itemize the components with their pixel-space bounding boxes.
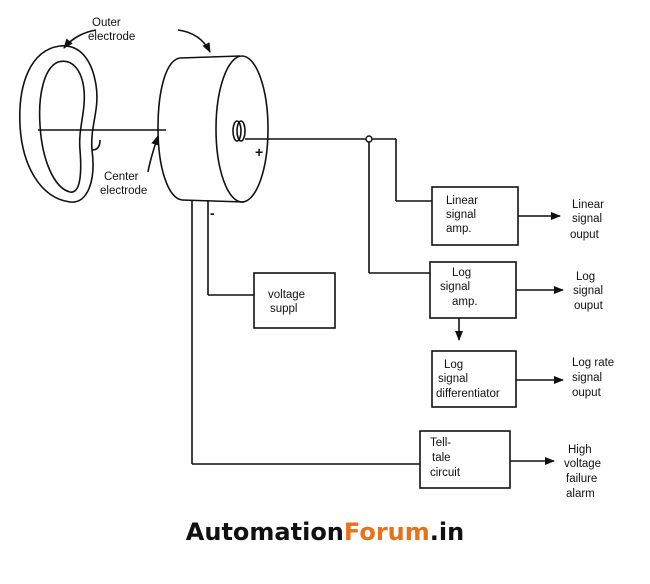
log-amp-line2: signal [440, 281, 470, 293]
alarm-output-line4: alarm [566, 488, 595, 500]
log-amp-line1: Log [452, 267, 471, 279]
plus-sign: + [255, 144, 263, 160]
site-watermark: AutomationForum.in [0, 518, 650, 546]
linear-amp-line3: amp. [446, 223, 472, 235]
center-electrode-label-line1: Center [104, 171, 139, 183]
alarm-output-line3: failure [566, 473, 597, 485]
log-rate-output-line2: signal [572, 372, 602, 384]
linear-output-line3: ouput [570, 229, 600, 241]
linear-amp-line1: Linear [446, 195, 478, 207]
rotation-arrow-outer [63, 29, 97, 49]
watermark-part2: Forum [343, 518, 430, 546]
watermark-part3: .in [429, 518, 465, 546]
voltage-supply-line2: suppl [270, 303, 298, 315]
center-electrode-label-line2: electrode [100, 185, 147, 197]
linear-amp-block [431, 186, 519, 246]
outer-electrode-label-line1: Outer [92, 17, 121, 29]
log-output-line2: signal [573, 285, 603, 297]
linear-amp-line2: signal [446, 209, 476, 221]
log-rate-output-line3: ouput [572, 387, 602, 399]
log-differentiator-block [431, 350, 517, 408]
minus-sign: - [210, 205, 215, 221]
tell-tale-line3: circuit [430, 467, 461, 479]
chamber-cylinder [157, 55, 269, 203]
watermark-part1: Automation [185, 518, 344, 546]
log-differentiator-line3: differentiator [436, 388, 500, 400]
outer-electrode-label-line2: electrode [88, 31, 135, 43]
log-output-line3: ouput [574, 300, 604, 312]
outer-electrode [19, 45, 101, 203]
log-rate-output-line1: Log rate [572, 357, 614, 369]
tell-tale-line1: Tell- [430, 437, 451, 449]
tell-tale-line2: tale [432, 452, 451, 464]
linear-output-line2: signal [572, 213, 602, 225]
log-differentiator-line1: Log [444, 359, 463, 371]
voltage-supply-block [253, 272, 336, 329]
log-output-line1: Log [576, 271, 595, 283]
log-differentiator-line2: signal [438, 373, 468, 385]
center-electrode-pointer [147, 135, 159, 173]
linear-output-line1: Linear [572, 199, 604, 211]
alarm-output-line1: High [568, 444, 592, 456]
voltage-supply-line1: voltage [268, 289, 305, 301]
rotation-arrow-cylinder [177, 29, 211, 53]
tell-tale-block [419, 430, 511, 489]
log-amp-line3: amp. [452, 296, 478, 308]
alarm-output-line2: voltage [564, 458, 601, 470]
signal-junction [365, 135, 373, 143]
